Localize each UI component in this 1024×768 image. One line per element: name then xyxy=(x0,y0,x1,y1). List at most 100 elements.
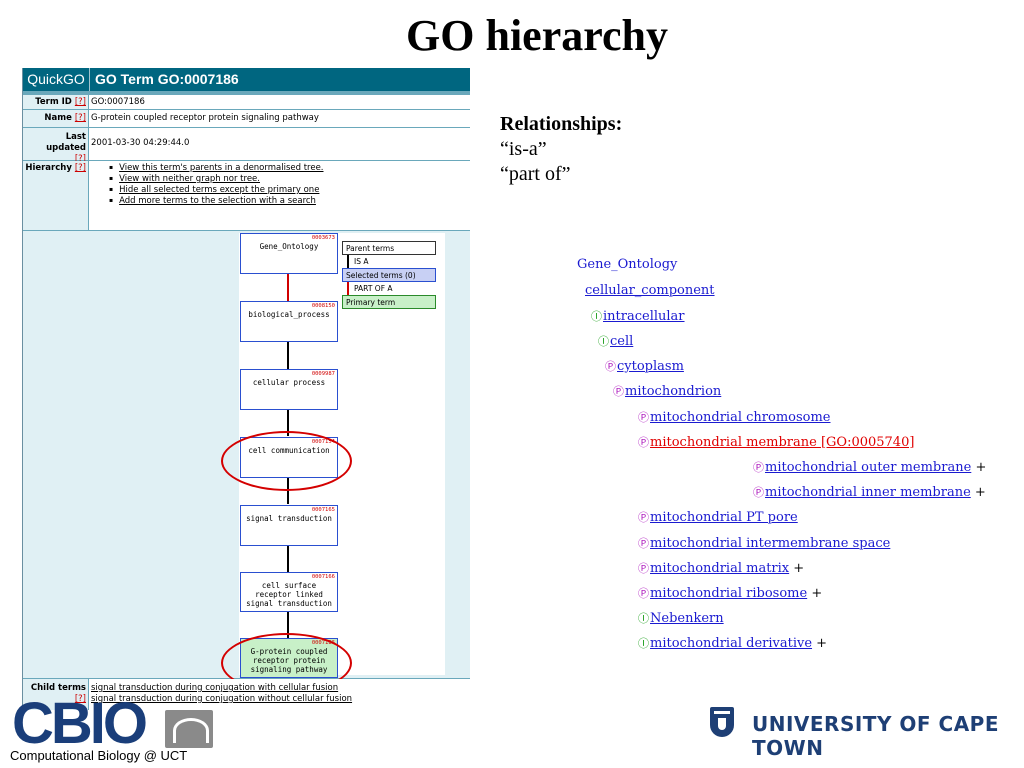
legend-is-a: IS A xyxy=(342,255,436,268)
last-updated-row: Last updated[?] 2001-03-30 04:29:44.0 xyxy=(23,128,470,164)
node-name: cell surface receptor linked signal tran… xyxy=(246,581,332,608)
tree-item: Ⓘmitochondrial derivative + xyxy=(638,635,827,651)
relationships-heading: Relationships: xyxy=(500,113,623,135)
tree-item: Ⓟmitochondrion xyxy=(613,383,721,399)
tree-link-mitochondrial-pt-pore[interactable]: mitochondrial PT pore xyxy=(650,510,798,525)
tree-link-cellular-component[interactable]: cellular_component xyxy=(585,283,715,298)
cbio-subtitle: Computational Biology @ UCT xyxy=(10,748,188,763)
slide-title: GO hierarchy xyxy=(406,11,668,60)
expand-plus[interactable]: + xyxy=(975,460,987,475)
part-of-icon: Ⓟ xyxy=(638,511,649,524)
header-band xyxy=(23,91,470,95)
name-value: G-protein coupled receptor protein signa… xyxy=(91,113,319,123)
node-name: signal transduction xyxy=(246,514,332,523)
part-of-icon: Ⓟ xyxy=(638,587,649,600)
help-link[interactable]: [?] xyxy=(74,97,86,107)
tree-link-mitochondrion[interactable]: mitochondrion xyxy=(625,384,722,399)
tree-link-nebenkern[interactable]: Nebenkern xyxy=(650,611,724,626)
is-a-edge xyxy=(287,610,289,638)
tree-link-cytoplasm[interactable]: cytoplasm xyxy=(617,359,684,374)
expand-plus[interactable]: + xyxy=(816,636,828,651)
child-term-link[interactable]: signal transduction during conjugation w… xyxy=(91,683,339,693)
term-header-title: GO Term GO:0007186 xyxy=(95,71,239,87)
add-terms-link[interactable]: Add more terms to the selection with a s… xyxy=(119,196,316,206)
graph-node-biological-process[interactable]: 0008150 biological_process xyxy=(240,301,338,342)
tree-link-mitochondrial-derivative[interactable]: mitochondrial derivative xyxy=(650,636,813,651)
tree-root-label: Gene_Ontology xyxy=(577,257,678,272)
tree-item: Ⓟmitochondrial inner membrane + xyxy=(753,484,986,500)
node-id: 0008150 xyxy=(311,303,335,309)
quickgo-logo[interactable]: QuickGO xyxy=(23,68,90,91)
expand-plus[interactable]: + xyxy=(793,561,805,576)
part-of-icon: Ⓟ xyxy=(753,486,764,499)
help-link[interactable]: [?] xyxy=(74,113,86,123)
hierarchy-link-item: View this term's parents in a denormalis… xyxy=(109,163,324,173)
expand-plus[interactable]: + xyxy=(974,485,986,500)
name-row: Name [?] G-protein coupled receptor prot… xyxy=(23,110,470,128)
highlight-ellipse xyxy=(221,431,352,491)
is-a-icon: Ⓘ xyxy=(638,637,649,650)
tree-item: Ⓘintracellular xyxy=(591,308,685,324)
last-updated-label: Last updated[?] xyxy=(23,128,89,164)
hierarchy-links: View this term's parents in a denormalis… xyxy=(109,163,324,207)
hierarchy-row: Hierarchy [?] View this term's parents i… xyxy=(23,161,470,231)
uct-shield-icon xyxy=(710,707,734,737)
quickgo-header: QuickGO GO Term GO:0007186 xyxy=(23,68,470,91)
tree-link-mitochondrial-outer-membrane[interactable]: mitochondrial outer membrane xyxy=(765,460,972,475)
tree-link-mitochondrial-inner-membrane[interactable]: mitochondrial inner membrane xyxy=(765,485,971,500)
cbio-emblem-icon xyxy=(165,710,213,748)
tree-item: Ⓟmitochondrial PT pore xyxy=(638,509,798,525)
hierarchy-link-item: Add more terms to the selection with a s… xyxy=(109,196,324,206)
part-of-edge xyxy=(287,273,289,301)
tree-link-mitochondrial-chromosome[interactable]: mitochondrial chromosome xyxy=(650,410,831,425)
hierarchy-link-item: Hide all selected terms except the prima… xyxy=(109,185,324,195)
tree-link-intracellular[interactable]: intracellular xyxy=(603,309,685,324)
graph-node-gene-ontology[interactable]: 0003673 Gene_Ontology xyxy=(240,233,338,274)
tree-item: Ⓟmitochondrial ribosome + xyxy=(638,585,822,601)
graph-node-signal-transduction[interactable]: 0007165 signal transduction xyxy=(240,505,338,546)
child-terms-row: Child terms[?] signal transduction durin… xyxy=(23,679,470,710)
tree-link-mitochondrial-ribosome[interactable]: mitochondrial ribosome xyxy=(650,586,808,601)
relationship-is-a: “is-a” xyxy=(500,138,547,160)
help-link[interactable]: [?] xyxy=(74,154,86,164)
tree-root: Gene_Ontology xyxy=(577,257,677,272)
name-label: Name [?] xyxy=(23,110,89,127)
tree-link-mitochondrial-membrane-selected[interactable]: mitochondrial membrane [GO:0005740] xyxy=(650,435,915,450)
expand-plus[interactable]: + xyxy=(811,586,823,601)
is-a-edge xyxy=(287,341,289,369)
node-id: 0003673 xyxy=(311,235,335,241)
hierarchy-link-item: View with neither graph nor tree. xyxy=(109,174,324,184)
legend-primary-term: Primary term xyxy=(342,295,436,309)
graph-node-cell-surface-receptor[interactable]: 0007166 cell surface receptor linked sig… xyxy=(240,572,338,612)
uct-logo-text: UNIVERSITY OF CAPE TOWN xyxy=(752,712,999,760)
part-of-icon: Ⓟ xyxy=(638,411,649,424)
hierarchy-label: Hierarchy [?] xyxy=(23,161,89,230)
view-without-graph-link[interactable]: View with neither graph nor tree. xyxy=(119,174,260,184)
part-of-icon: Ⓟ xyxy=(613,385,624,398)
view-parents-link[interactable]: View this term's parents in a denormalis… xyxy=(119,163,324,173)
hide-selected-link[interactable]: Hide all selected terms except the prima… xyxy=(119,185,320,195)
graph-legend: Parent terms IS A Selected terms (0) PAR… xyxy=(342,241,436,309)
node-id: 0007166 xyxy=(311,574,335,580)
help-link[interactable]: [?] xyxy=(74,163,86,173)
graph-node-cellular-process[interactable]: 0009987 cellular process xyxy=(240,369,338,410)
legend-selected-terms: Selected terms (0) xyxy=(342,268,436,282)
node-id: 0007165 xyxy=(311,507,335,513)
child-term-link[interactable]: signal transduction during conjugation w… xyxy=(91,694,353,704)
tree-link-mitochondrial-intermembrane-space[interactable]: mitochondrial intermembrane space xyxy=(650,536,891,551)
help-link[interactable]: [?] xyxy=(74,694,86,704)
is-a-edge xyxy=(287,408,289,436)
tree-item: cellular_component xyxy=(585,283,715,298)
term-id-row: Term ID [?] GO:0007186 xyxy=(23,95,470,110)
is-a-icon: Ⓘ xyxy=(638,612,649,625)
tree-item: Ⓟmitochondrial chromosome xyxy=(638,409,831,425)
tree-item: Ⓟmitochondrial membrane [GO:0005740] xyxy=(638,434,914,450)
tree-item: Ⓟmitochondrial outer membrane + xyxy=(753,459,986,475)
tree-link-cell[interactable]: cell xyxy=(610,334,634,349)
is-a-icon: Ⓘ xyxy=(598,335,609,348)
tree-link-mitochondrial-matrix[interactable]: mitochondrial matrix xyxy=(650,561,790,576)
term-id-label: Term ID [?] xyxy=(23,95,89,109)
node-name: cellular process xyxy=(252,378,326,387)
relationships-block: Relationships: “is-a” “part of” xyxy=(500,112,622,187)
